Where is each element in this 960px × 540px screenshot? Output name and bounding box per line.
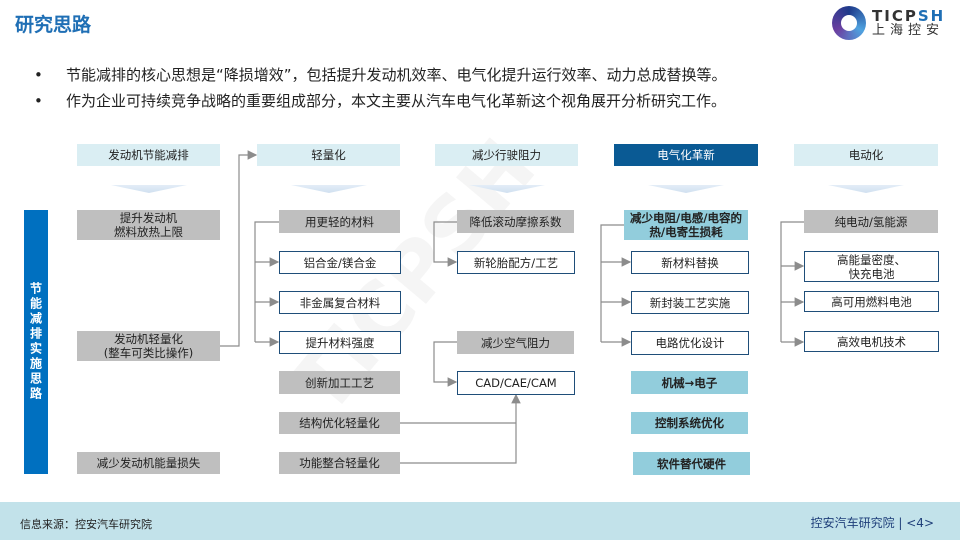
bullet-list: 节能减排的核心思想是“降损增效”，包括提升发动机效率、电气化提升运行效率、动力总… [34,62,727,114]
chevron-down-icon [828,185,904,193]
header-engine: 发动机节能减排 [77,144,220,166]
engine-box: 减少发动机能量损失 [77,452,220,474]
logo-en-a: TICP [872,6,918,25]
electric-box: 高可用燃料电池 [804,291,939,312]
logo-icon [832,6,866,40]
electric-box: 纯电动/氢能源 [804,210,938,233]
electric-box: 高能量密度、 快充电池 [804,251,939,282]
lightweight-box: 结构优化轻量化 [279,412,400,434]
electric-box: 高效电机技术 [804,331,939,352]
engine-box: 提升发动机 燃料放热上限 [77,210,220,240]
electrification-box: 减少电阻/电感/电容的热/电寄生损耗 [624,210,748,240]
side-label: 节能减排实施思路 [24,210,48,474]
lightweight-box: 创新加工工艺 [279,371,400,394]
header-lightweight: 轻量化 [257,144,400,166]
lightweight-box: 铝合金/镁合金 [279,251,401,274]
lightweight-box: 功能整合轻量化 [279,452,400,474]
logo-cn: 上海控安 [872,23,945,39]
chevron-down-icon [291,185,367,193]
chevron-down-icon [111,185,187,193]
engine-box: 发动机轻量化 (整车可类比操作) [77,331,220,361]
header-electric: 电动化 [794,144,938,166]
electrification-box: 新材料替换 [631,251,749,274]
header-electrification: 电气化革新 [614,144,758,166]
bullet-item: 作为企业可持续竞争战略的重要组成部分，本文主要从汽车电气化革新这个视角展开分析研… [34,88,727,114]
footer-source: 信息来源：控安汽车研究院 [20,518,152,531]
page-title: 研究思路 [15,14,92,36]
logo-en-b: SH [917,6,946,25]
electrification-box: 控制系统优化 [631,412,748,434]
footer-org-page: 控安汽车研究院 | <4> [810,516,934,530]
chevron-down-icon [648,185,724,193]
chevron-down-icon [469,185,545,193]
bullet-item: 节能减排的核心思想是“降损增效”，包括提升发动机效率、电气化提升运行效率、动力总… [34,62,727,88]
resistance-box: 新轮胎配方/工艺 [457,251,575,274]
electrification-box: 软件替代硬件 [633,452,750,475]
resistance-box: CAD/CAE/CAM [457,371,575,395]
logo: TICPSH 上海控安 [832,6,945,40]
lightweight-box: 用更轻的材料 [279,210,400,233]
electrification-box: 机械→电子 [631,371,748,394]
resistance-box: 降低滚动摩擦系数 [457,210,574,233]
lightweight-box: 提升材料强度 [279,331,401,354]
resistance-box: 减少空气阻力 [457,331,574,354]
footer: 信息来源：控安汽车研究院 控安汽车研究院 | <4> [0,502,960,540]
header-resistance: 减少行驶阻力 [435,144,578,166]
electrification-box: 电路优化设计 [631,331,749,355]
lightweight-box: 非金属复合材料 [279,291,401,314]
electrification-box: 新封装工艺实施 [631,291,749,314]
